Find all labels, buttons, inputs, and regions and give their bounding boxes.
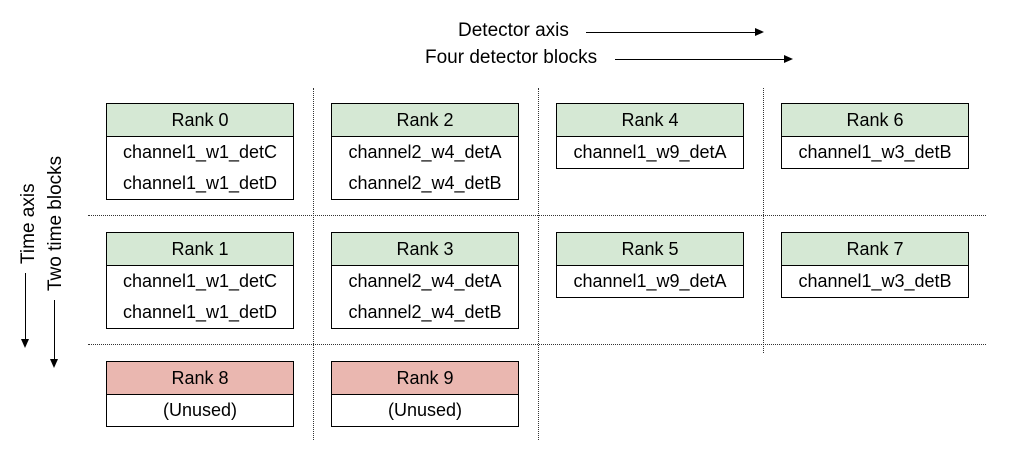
- rank-box-0: Rank 0 channel1_w1_detC channel1_w1_detD: [106, 103, 294, 200]
- rank-title: Rank 7: [782, 233, 968, 266]
- rank-box-7: Rank 7 channel1_w3_detB: [781, 232, 969, 298]
- rank-box-4: Rank 4 channel1_w9_detA: [556, 103, 744, 169]
- rank-box-5: Rank 5 channel1_w9_detA: [556, 232, 744, 298]
- rank-box-9: Rank 9 (Unused): [331, 361, 519, 427]
- rank-item: (Unused): [387, 400, 463, 420]
- rank-title: Rank 8: [107, 362, 293, 395]
- column-divider-1: [313, 88, 314, 440]
- rank-box-6: Rank 6 channel1_w3_detB: [781, 103, 969, 169]
- rank-item: channel2_w4_detA: [348, 271, 502, 291]
- rank-box-8: Rank 8 (Unused): [106, 361, 294, 427]
- rank-title: Rank 5: [557, 233, 743, 266]
- rank-title: Rank 6: [782, 104, 968, 137]
- rank-box-1: Rank 1 channel1_w1_detC channel1_w1_detD: [106, 232, 294, 329]
- rank-item: channel1_w9_detA: [573, 271, 727, 291]
- time-axis-label: Time axis: [18, 183, 39, 264]
- rank-title: Rank 1: [107, 233, 293, 266]
- rank-box-3: Rank 3 channel2_w4_detA channel2_w4_detB: [331, 232, 519, 329]
- rank-item: channel1_w3_detB: [798, 271, 952, 291]
- rank-item: channel1_w1_detD: [122, 302, 278, 322]
- rank-item: (Unused): [162, 400, 238, 420]
- rank-item: channel2_w4_detB: [348, 173, 502, 193]
- rank-item: channel2_w4_detB: [348, 302, 502, 322]
- rank-item: channel1_w1_detC: [122, 142, 278, 162]
- rank-item: channel1_w3_detB: [798, 142, 952, 162]
- rank-box-2: Rank 2 channel2_w4_detA channel2_w4_detB: [331, 103, 519, 200]
- time-blocks-arrow: [50, 300, 58, 368]
- column-divider-2: [538, 88, 539, 440]
- column-divider-3: [763, 88, 764, 353]
- row-divider-1: [88, 215, 986, 216]
- rank-item: channel1_w1_detC: [122, 271, 278, 291]
- rank-item: channel1_w1_detD: [122, 173, 278, 193]
- rank-title: Rank 2: [332, 104, 518, 137]
- rank-title: Rank 9: [332, 362, 518, 395]
- rank-item: channel2_w4_detA: [348, 142, 502, 162]
- rank-title: Rank 0: [107, 104, 293, 137]
- time-blocks-label: Two time blocks: [45, 155, 66, 291]
- detector-blocks-label: Four detector blocks: [425, 47, 598, 68]
- detector-blocks-arrow: [615, 55, 793, 63]
- time-axis-arrow: [21, 273, 29, 348]
- rank-item: channel1_w9_detA: [573, 142, 727, 162]
- detector-axis-arrow: [586, 28, 764, 36]
- row-divider-2: [88, 344, 986, 345]
- rank-title: Rank 4: [557, 104, 743, 137]
- detector-axis-label: Detector axis: [458, 20, 569, 41]
- rank-title: Rank 3: [332, 233, 518, 266]
